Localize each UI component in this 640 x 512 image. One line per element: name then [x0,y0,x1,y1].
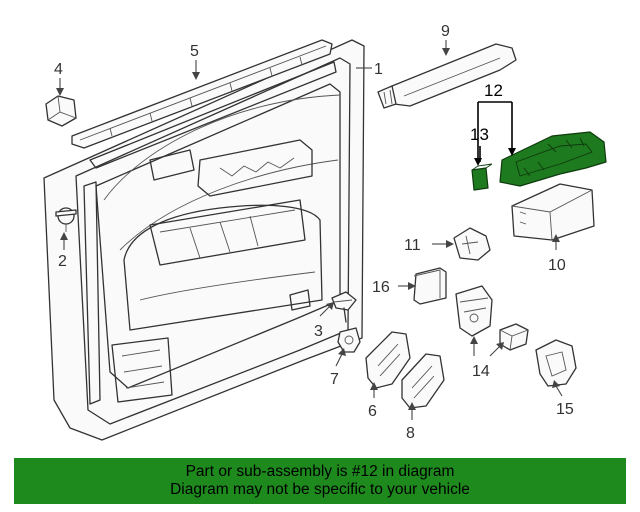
cover-part-8 [401,353,445,409]
grommet-part-7 [337,327,361,353]
clip-part-4 [45,95,77,127]
callout-14: 14 [472,363,490,380]
callout-6: 6 [368,403,377,420]
module-part-10 [511,183,595,241]
door-panel-part-1 [43,39,365,441]
callout-15: 15 [556,401,574,418]
callout-13: 13 [470,125,489,144]
leader-lines [56,40,563,420]
bracket-part-11 [453,227,491,261]
callout-7: 7 [330,371,339,388]
push-clip-part-3 [331,291,357,323]
callout-labels: 1 5 4 2 9 12 13 10 11 16 3 7 6 8 14 15 [54,23,574,442]
screw-part-2 [55,207,77,232]
actuator-part-14 [455,285,493,337]
pull-handle-part-9 [377,43,517,109]
info-banner: Part or sub-assembly is #12 in diagram D… [14,458,626,504]
switch-part-13 [471,163,493,191]
banner-line-1: Part or sub-assembly is #12 in diagram [185,463,455,480]
callout-4: 4 [54,61,63,78]
connector-part-14 [499,323,529,351]
callout-12: 12 [484,81,503,100]
callout-10: 10 [548,257,566,274]
bracket-part-15 [535,339,577,387]
switch-assembly-part-12 [499,131,607,187]
callout-8: 8 [406,425,415,442]
callout-1: 1 [374,61,383,78]
callout-16: 16 [372,279,390,296]
relay-part-16 [413,267,447,305]
callout-9: 9 [441,23,450,40]
callout-5: 5 [190,43,199,60]
cover-part-6 [365,331,411,389]
parts-diagram: 1 5 4 2 9 12 13 10 11 16 3 7 6 8 14 15 [43,23,607,442]
banner-line-2: Diagram may not be specific to your vehi… [170,481,470,498]
callout-3: 3 [314,323,323,340]
weatherstrip-part-5 [71,39,337,169]
callout-2: 2 [58,253,67,270]
callout-11: 11 [404,237,421,254]
